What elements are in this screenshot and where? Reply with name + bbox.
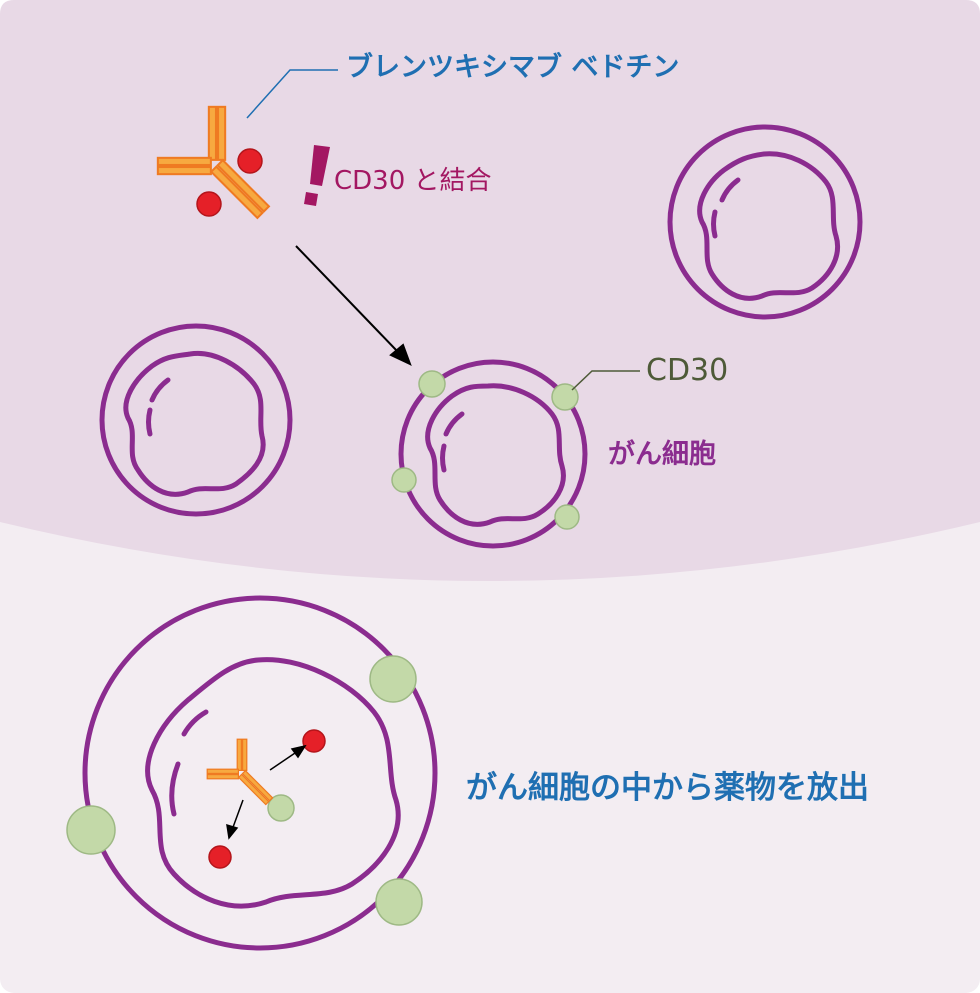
- cancer-cell-label: がん細胞: [608, 439, 716, 470]
- cell-large: [82, 595, 438, 951]
- antibody-drug-conjugate-icon: [156, 105, 270, 219]
- cd30-label: CD30: [646, 353, 729, 388]
- cd30-receptors-large: [66, 655, 423, 926]
- drug-label-leader: [246, 69, 338, 119]
- binding-arrow: [295, 245, 412, 366]
- cd30-receptors-middle: [391, 370, 580, 530]
- top-panel: [0, 0, 980, 581]
- release-arrows: [226, 744, 307, 840]
- released-drug-molecules: [208, 729, 326, 869]
- drug-release-label: がん細胞の中から薬物を放出: [466, 770, 869, 806]
- binding-label: CD30 と結合: [334, 166, 492, 196]
- cell-middle: [398, 359, 588, 549]
- exclamation-icon: [304, 145, 330, 206]
- cell-left: [99, 323, 293, 517]
- cd30-label-leader: [571, 370, 640, 391]
- cell-top-right: [667, 124, 863, 320]
- drug-name-label: ブレンツキシマブ ベドチン: [346, 52, 680, 83]
